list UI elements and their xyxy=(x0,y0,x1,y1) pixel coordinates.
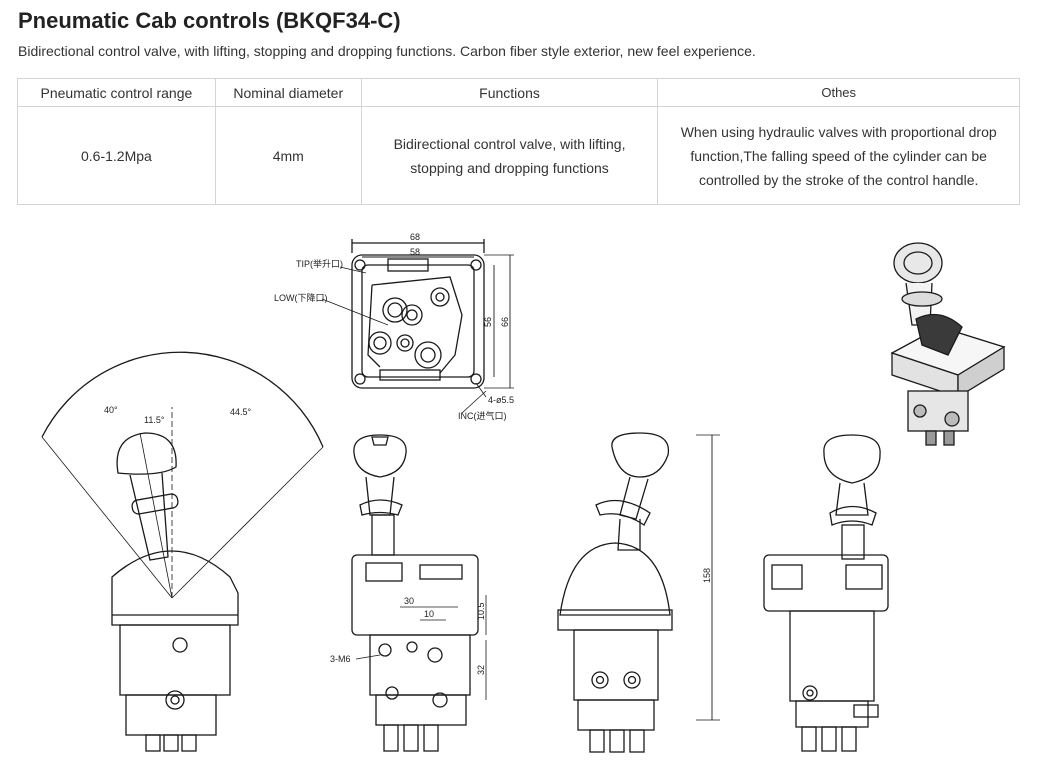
dim-hole: 4-ø5.5 xyxy=(488,395,514,405)
side-view-drawing xyxy=(763,434,889,752)
header-functions: Functions xyxy=(360,78,659,107)
dim-32: 32 xyxy=(476,665,486,675)
dim-30: 30 xyxy=(404,596,414,606)
dim-66: 66 xyxy=(500,317,510,327)
label-inc: INC(进气口) xyxy=(458,410,507,421)
header-others: Othes xyxy=(657,78,1020,107)
table-row: 0.6-1.2Mpa 4mm Bidirectional control val… xyxy=(17,106,1020,205)
dim-56: 56 xyxy=(483,317,493,327)
cell-nominal-diameter: 4mm xyxy=(214,106,362,205)
spec-table: Pneumatic control range Nominal diameter… xyxy=(17,78,1020,205)
spec-table-header-row: Pneumatic control range Nominal diameter… xyxy=(17,78,1020,107)
angle-view-drawing xyxy=(41,351,324,752)
top-view-drawing xyxy=(321,239,514,414)
header-nominal-diameter: Nominal diameter xyxy=(214,78,362,107)
cell-functions: Bidirectional control valve, with liftin… xyxy=(360,106,659,205)
dim-angle-40: 40° xyxy=(104,405,118,415)
cell-pneumatic-range: 0.6-1.2Mpa xyxy=(17,106,216,205)
dim-10: 10 xyxy=(424,609,434,619)
dim-10-5: 10.5 xyxy=(476,602,486,620)
page-subtitle: Bidirectional control valve, with liftin… xyxy=(18,43,756,59)
header-pneumatic-range: Pneumatic control range xyxy=(17,78,216,107)
cell-others: When using hydraulic valves with proport… xyxy=(657,106,1020,205)
label-3-m6: 3-M6 xyxy=(330,654,351,664)
label-tip: TIP(举升口) xyxy=(296,258,343,269)
dim-angle-11-5: 11.5° xyxy=(144,415,165,425)
front-view-drawing xyxy=(351,434,487,752)
dim-68: 68 xyxy=(410,232,420,242)
technical-drawing: 68 58 56 66 4-ø5.5 TIP(举升口) LOW(下降口) INC… xyxy=(41,232,1006,753)
dim-angle-44-5: 44.5° xyxy=(230,407,252,417)
page-title: Pneumatic Cab controls (BKQF34-C) xyxy=(18,8,401,33)
dim-158: 158 xyxy=(702,568,712,583)
product-3d-illustration xyxy=(890,242,1006,446)
rear-view-drawing xyxy=(557,432,720,753)
dim-58: 58 xyxy=(410,247,420,257)
label-low: LOW(下降口) xyxy=(274,292,328,303)
